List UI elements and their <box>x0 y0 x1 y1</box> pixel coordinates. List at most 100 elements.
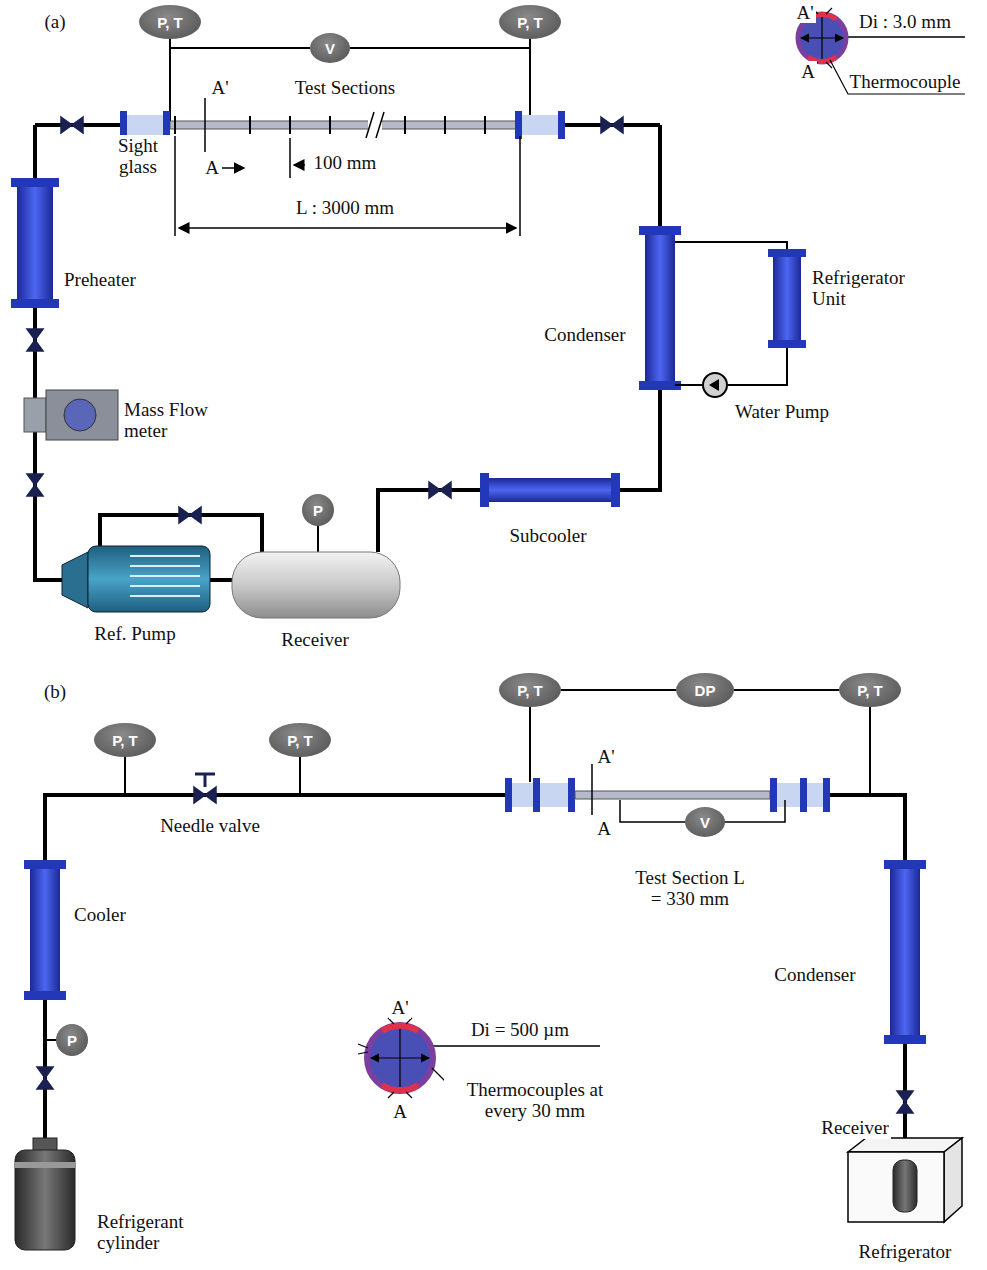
condenser <box>884 860 926 869</box>
refrigerator-unit <box>768 249 806 348</box>
refrigerator-unit <box>768 340 806 348</box>
gauge-text: P, T <box>287 732 313 749</box>
water-pump <box>703 373 727 397</box>
test-section-b <box>568 778 575 812</box>
valve <box>179 507 201 523</box>
gauge-oval: P, T <box>139 5 201 39</box>
label: Sight glass <box>105 135 171 178</box>
gauge-oval: DP <box>676 673 734 707</box>
label: Refrigerator <box>857 1241 954 1262</box>
label: Refrigerant cylinder <box>95 1211 211 1254</box>
gauge-text: P, T <box>857 682 883 699</box>
dimension <box>519 136 521 236</box>
label: A' <box>595 746 616 767</box>
mass-flow-meter <box>24 390 118 440</box>
refrigerant-cylinder <box>15 1162 75 1168</box>
gauge-text: P <box>313 502 323 519</box>
gauge-oval: P <box>302 494 334 526</box>
cross-section-b <box>367 1025 433 1091</box>
signal-line <box>561 689 676 691</box>
label: Thermocouple <box>848 71 963 92</box>
label: Receiver <box>819 1117 891 1138</box>
dimension <box>289 138 291 178</box>
ref-pump <box>62 552 88 608</box>
refrigerator-unit <box>768 249 806 257</box>
pipe <box>830 795 905 862</box>
pipe <box>378 490 482 552</box>
label: Refrigerator Unit <box>810 267 944 310</box>
mass-flow-meter <box>24 398 46 432</box>
dimension <box>175 98 520 236</box>
gauge-text: DP <box>695 682 716 699</box>
sight-glass <box>120 111 565 139</box>
label: A' <box>209 77 230 98</box>
test-section-b <box>823 778 830 812</box>
cooler <box>24 860 66 1000</box>
test-section-b <box>800 778 807 812</box>
gauge-oval: P, T <box>269 723 331 757</box>
sight-glass <box>515 115 565 135</box>
gauge-text: P, T <box>517 682 543 699</box>
label: Mass Flow meter <box>122 399 236 442</box>
ref-pump <box>88 546 210 612</box>
label: Thermocouples at every 30 mm <box>444 1079 626 1122</box>
label: Receiver <box>279 629 351 650</box>
label: Ref. Pump <box>92 623 177 644</box>
subcooler <box>480 473 620 507</box>
valve <box>27 474 43 496</box>
gauge-stem <box>869 706 871 795</box>
gauge-text: V <box>325 40 335 57</box>
ref-pump <box>62 546 210 612</box>
needle-valve <box>195 774 215 787</box>
label: Di = 500 µm <box>469 1019 571 1040</box>
sight-glass <box>120 115 170 135</box>
gauge-oval: P, T <box>839 673 901 707</box>
test-section-tube <box>175 116 485 134</box>
condenser <box>645 232 675 384</box>
gauge-oval: P <box>56 1024 88 1056</box>
sight-glass <box>558 111 565 139</box>
label: A <box>799 61 817 82</box>
test-section-b <box>505 764 830 822</box>
signal-line <box>350 39 530 48</box>
receiver-box <box>848 1138 962 1152</box>
water-loop <box>675 384 702 386</box>
ref-pump <box>130 556 200 596</box>
test-section-tube <box>366 112 384 138</box>
pipe <box>210 578 232 582</box>
condenser <box>884 860 926 1044</box>
label: Condenser <box>542 324 627 345</box>
cross-section-b <box>399 1029 400 1087</box>
valve <box>27 329 43 351</box>
label: Test Section L = 330 mm <box>627 867 753 910</box>
signal-line <box>734 689 839 691</box>
receiver-box <box>848 1138 962 1222</box>
cooler <box>24 860 66 869</box>
subcooler <box>480 473 489 507</box>
receiver-box <box>893 1160 917 1212</box>
label: Di : 3.0 mm <box>857 11 953 32</box>
label: A' <box>794 2 815 23</box>
label: Subcooler <box>507 525 588 546</box>
pipe <box>45 795 506 862</box>
refrigerant-cylinder <box>15 1138 75 1250</box>
gauge-oval: P, T <box>499 5 561 39</box>
test-section-tube <box>170 112 520 138</box>
subcooler <box>611 473 620 507</box>
water-loop <box>675 242 787 385</box>
condenser <box>639 381 681 390</box>
test-section-tube <box>170 121 520 129</box>
preheater <box>11 299 59 308</box>
label: Preheater <box>62 269 138 290</box>
test-section-b <box>505 778 512 812</box>
dimension <box>204 98 206 152</box>
valve <box>27 117 623 523</box>
sight-glass <box>515 111 522 139</box>
mass-flow-meter <box>46 390 118 440</box>
cross-section-a <box>821 17 822 59</box>
condenser <box>639 226 681 235</box>
cross-section-a <box>798 8 965 94</box>
label: Water Pump <box>733 401 831 422</box>
test-section-b <box>591 764 593 815</box>
cross-section-a <box>830 60 965 94</box>
